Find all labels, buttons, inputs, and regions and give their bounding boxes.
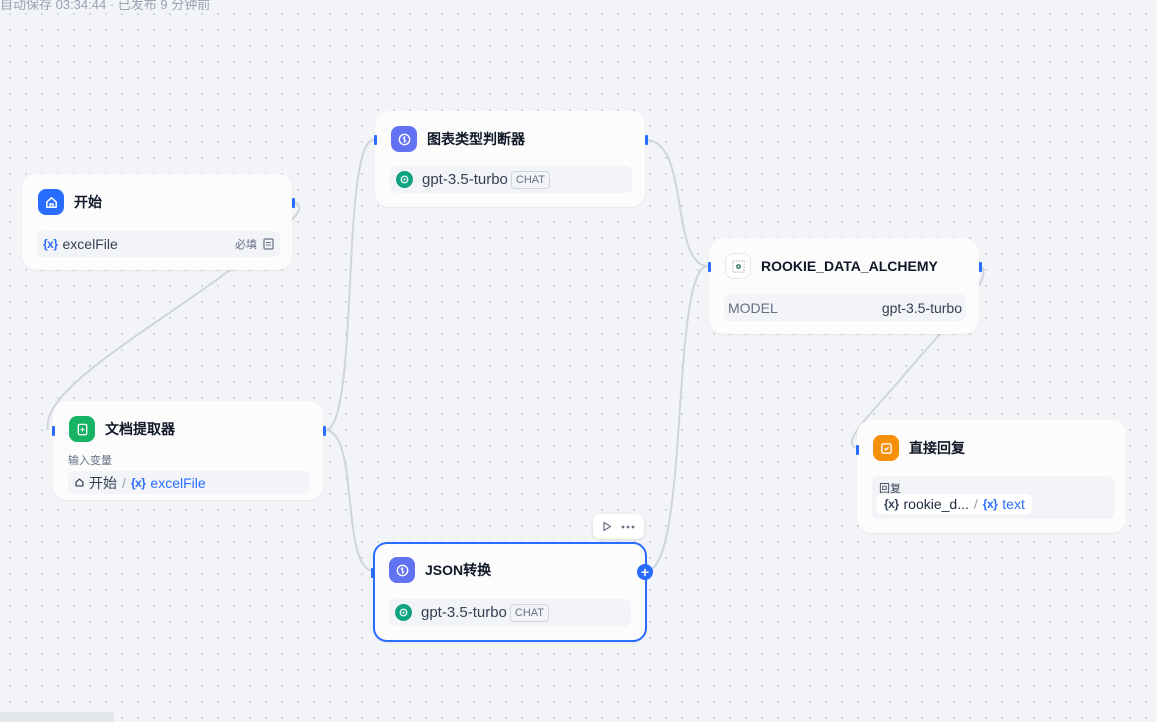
model-name: gpt-3.5-turbo [422,171,508,188]
input-variable-row[interactable]: 开始 / {x} excelFile [68,471,310,494]
input-handle[interactable] [374,135,377,145]
llm-brain-icon [391,126,417,152]
output-handle[interactable] [645,135,648,145]
variable-icon: {x} [884,497,899,511]
source-node-name: 开始 [89,474,117,491]
model-row[interactable]: gpt-3.5-turbo CHAT [389,599,631,626]
document-extractor-node[interactable]: 文档提取器 输入变量 开始 / {x} excelFile [52,401,326,500]
home-icon [38,189,64,215]
node-title: 直接回复 [909,440,965,456]
node-toolbar [593,514,644,539]
play-icon[interactable] [602,521,612,532]
minimap-edge [0,712,114,722]
edge-classifier-to-rookie [645,139,709,267]
edge-json-to-rookie [645,265,709,572]
node-title: 图表类型判断器 [427,131,525,147]
node-title: JSON转换 [425,562,492,578]
add-next-node-button[interactable]: + [637,564,653,580]
edge-extractor-to-classifier [324,139,375,431]
required-label: 必填 [235,239,257,251]
model-name: gpt-3.5-turbo [421,604,507,621]
openai-icon [396,171,413,188]
output-handle[interactable] [292,198,295,208]
variable-name: text [1002,496,1025,512]
path-separator: / [122,474,126,491]
variable-name: excelFile [62,236,118,252]
node-title: 文档提取器 [105,421,175,437]
model-row[interactable]: gpt-3.5-turbo CHAT [390,166,632,193]
param-value: gpt-3.5-turbo [881,299,962,316]
chart-classifier-node[interactable]: 图表类型判断器 gpt-3.5-turbo CHAT [374,111,648,207]
answer-box: 回复 {x} rookie_d... / {x} text [872,476,1114,519]
model-param-row[interactable]: MODEL gpt-3.5-turbo [724,294,966,321]
node-title: ROOKIE_DATA_ALCHEMY [761,258,938,274]
output-handle[interactable] [323,426,326,436]
node-title: 开始 [74,194,102,210]
variable-icon: {x} [43,237,58,251]
input-variable-label: 输入变量 [68,455,112,467]
input-handle[interactable] [52,426,55,436]
home-icon [74,477,85,488]
edge-extractor-to-json [324,429,375,572]
start-variable-row[interactable]: {x} excelFile 必填 [37,231,280,257]
param-label: MODEL [728,299,778,316]
answer-node[interactable]: 直接回复 回复 {x} rookie_d... / {x} text [856,420,1126,533]
openai-icon [395,604,412,621]
input-handle[interactable] [856,445,859,455]
output-handle[interactable] [979,262,982,272]
chat-mode-badge: CHAT [509,603,550,622]
json-convert-node[interactable]: JSON转换 gpt-3.5-turbo CHAT [371,542,647,642]
file-icon [263,238,274,250]
autosave-status: 自动保存 03:34:44 · 已发布 9 分钟前 [0,0,211,12]
input-handle[interactable] [371,568,374,578]
variable-icon: {x} [982,497,998,511]
tool-logo-icon [725,253,751,279]
path-separator: / [973,496,978,512]
source-node-name: rookie_d... [903,496,969,512]
document-extractor-icon [69,416,95,442]
start-node[interactable]: 开始 {x} excelFile 必填 [22,174,295,270]
variable-name: excelFile [150,474,206,491]
answer-label: 回复 [879,483,901,495]
input-handle[interactable] [708,262,711,272]
variable-icon: {x} [130,475,146,490]
rookie-data-alchemy-node[interactable]: ROOKIE_DATA_ALCHEMY MODEL gpt-3.5-turbo [708,238,982,334]
llm-brain-icon [389,557,415,583]
chat-mode-badge: CHAT [510,170,551,189]
more-icon[interactable] [621,525,635,529]
answer-icon [873,435,899,461]
answer-variable-chip[interactable]: {x} rookie_d... / {x} text [877,494,1032,514]
